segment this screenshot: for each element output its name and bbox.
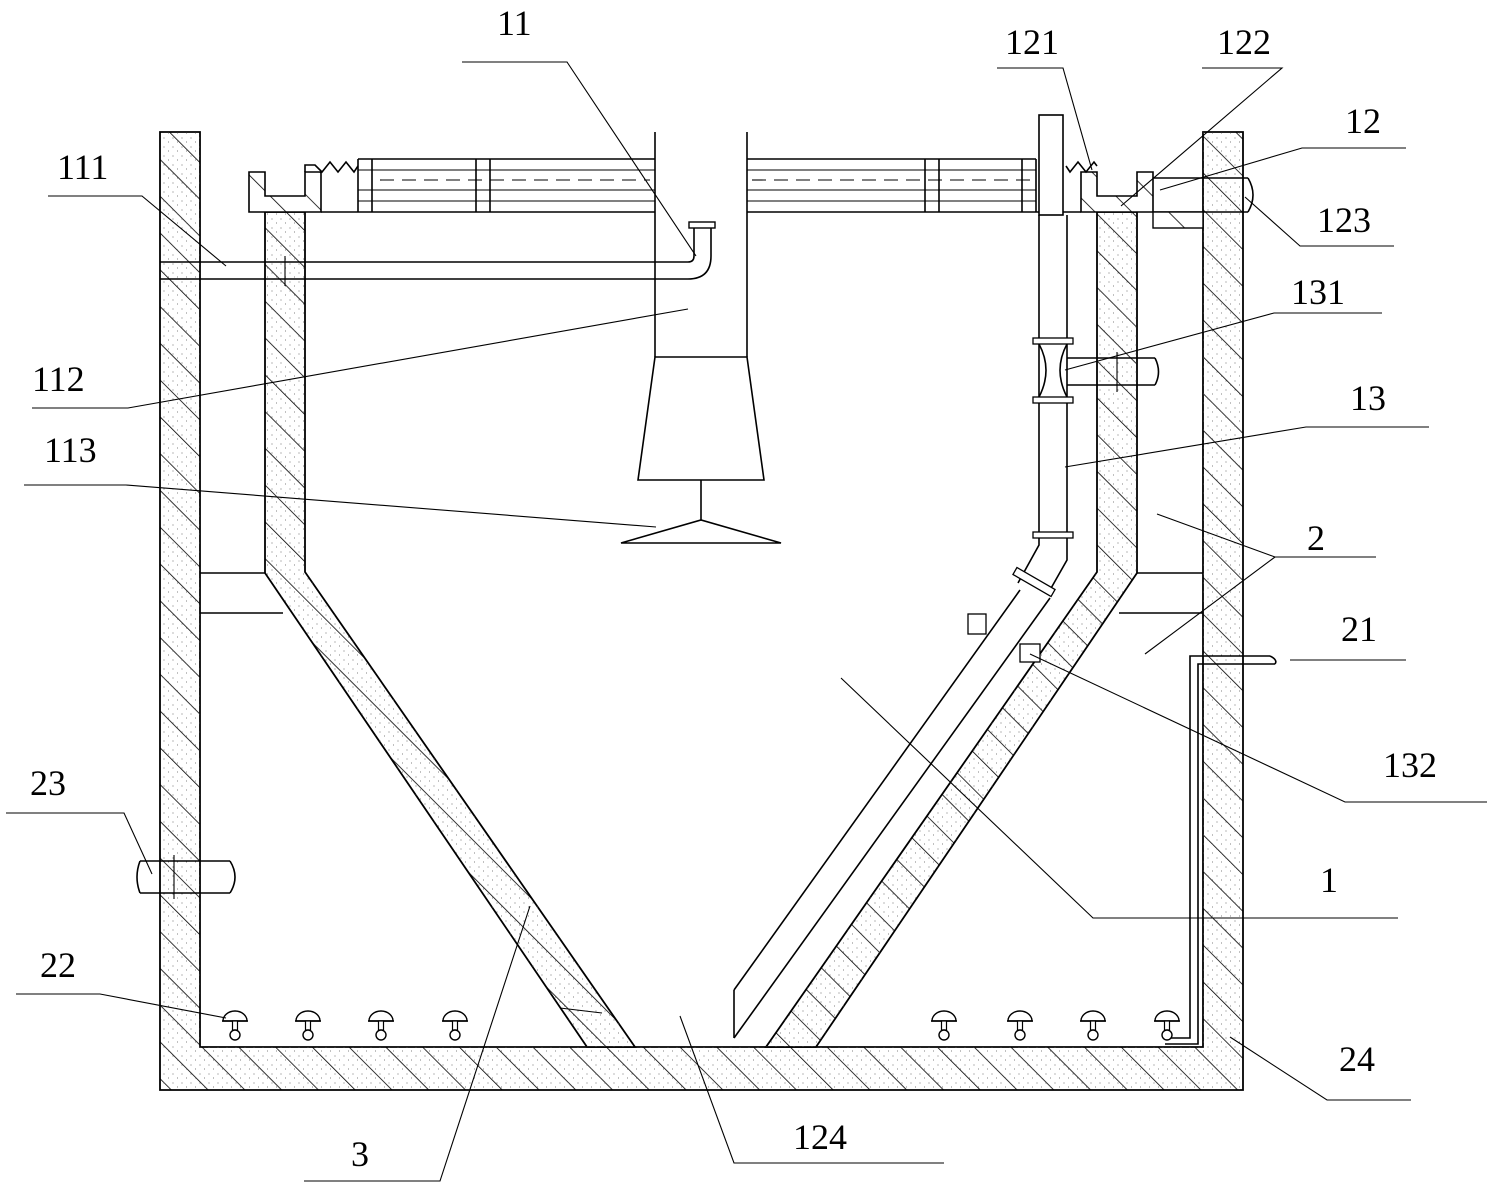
leader-lines	[6, 61, 1487, 1182]
aeration-diffusers	[221, 1010, 1181, 1041]
label-124: 124	[793, 1117, 847, 1157]
label-122: 122	[1217, 22, 1271, 62]
central-draft-tube	[620, 132, 782, 544]
inlet-pipe	[160, 221, 716, 286]
drain-pipe-23	[136, 855, 236, 899]
label-22: 22	[40, 945, 76, 985]
label-1: 1	[1320, 860, 1338, 900]
label-13: 13	[1350, 378, 1386, 418]
air-pipe-21	[1165, 655, 1277, 1045]
label-132: 132	[1383, 745, 1437, 785]
left-weir-trough	[248, 171, 322, 213]
outer-tank-wall	[159, 131, 1244, 1091]
label-21: 21	[1341, 609, 1377, 649]
label-113: 113	[44, 430, 97, 470]
callout-labels: 11 121 122 12 111 123 131 112 13 113 2 2…	[30, 3, 1437, 1174]
label-111: 111	[57, 147, 108, 187]
inner-left-wall	[264, 211, 637, 1048]
top-walkway	[304, 158, 1098, 213]
inclined-plate-3	[559, 1007, 603, 1014]
label-112: 112	[32, 359, 85, 399]
annular-zone-lines	[200, 572, 1203, 614]
label-2: 2	[1307, 518, 1325, 558]
label-11: 11	[497, 3, 532, 43]
label-23: 23	[30, 763, 66, 803]
label-3: 3	[351, 1134, 369, 1174]
label-131: 131	[1291, 272, 1345, 312]
right-weir-trough	[1080, 171, 1154, 213]
label-123: 123	[1317, 200, 1371, 240]
inner-right-wall	[764, 211, 1138, 1048]
label-12: 12	[1345, 101, 1381, 141]
label-121: 121	[1005, 22, 1059, 62]
sludge-pipe	[733, 114, 1160, 1039]
label-24: 24	[1339, 1039, 1375, 1079]
